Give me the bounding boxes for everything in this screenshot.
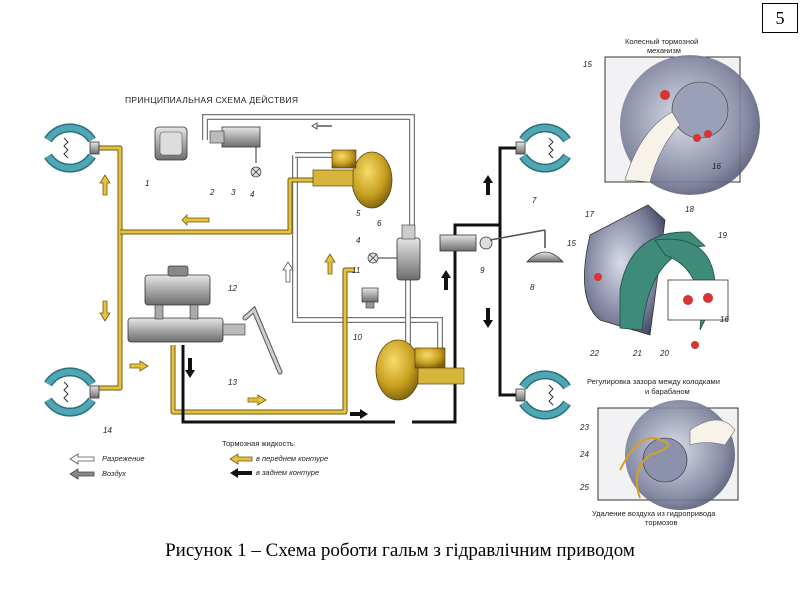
legend: Разрежение Воздух Тормозная жидкость: в … (69, 439, 328, 480)
pressure-sensor (361, 287, 379, 309)
legend-vacuum: Разрежение (102, 454, 145, 463)
rear-right-brake (515, 370, 571, 420)
front-vacuum-booster (312, 149, 393, 209)
num-2: 2 (209, 188, 215, 197)
flow-arrows (99, 174, 493, 419)
vacuum-lines (202, 114, 443, 350)
inset-mid-num-22: 22 (589, 349, 599, 358)
num-1: 1 (145, 179, 149, 188)
component-numbers: 1 2 3 4 5 6 4 7 8 9 10 11 12 13 14 (103, 179, 537, 435)
num-3: 3 (231, 188, 236, 197)
inset-bot-caption-1: Удаление воздуха из гидропривода (592, 509, 716, 518)
num-5: 5 (356, 209, 361, 218)
inset-bot-num-25: 25 (579, 483, 589, 492)
brake-diagram: ПРИНЦИПИАЛЬНАЯ СХЕМА ДЕЙСТВИЯ (44, 37, 760, 527)
inset-air-bleeding: 23 24 25 Удаление воздуха из гидропривод… (579, 400, 739, 527)
rear-left-brake (44, 367, 100, 417)
inset-bot-caption-2: тормозов (645, 518, 677, 527)
num-7: 7 (532, 196, 537, 205)
inset-mid-num-20: 20 (659, 349, 669, 358)
page-number: 5 (762, 3, 798, 33)
num-12: 12 (228, 284, 237, 293)
num-13: 13 (228, 378, 237, 387)
inset-mid-num-17: 17 (585, 210, 594, 219)
inset-top-num-15: 15 (583, 60, 592, 69)
num-4: 4 (250, 190, 255, 199)
inset-top-num-16: 16 (712, 162, 721, 171)
num-8: 8 (530, 283, 535, 292)
legend-fluid-title: Тормозная жидкость: (222, 439, 296, 448)
legend-front: в переднем контуре (256, 454, 328, 463)
inset-wheel-mechanism: Колесный тормозной механизм 15 16 (583, 37, 760, 195)
num-9: 9 (480, 266, 485, 275)
inset-top-title-1: Колесный тормозной (625, 37, 698, 46)
inset-shoe-adjustment: 17 18 19 15 16 22 21 20 Регулировка зазо… (567, 204, 729, 396)
vacuum-source (154, 126, 188, 161)
inset-top-title-2: механизм (647, 46, 681, 55)
legend-air: Воздух (102, 469, 126, 478)
inset-mid-caption-1: Регулировка зазора между колодками (587, 377, 720, 386)
fluid-reservoir (144, 265, 211, 306)
inset-mid-num-21: 21 (632, 349, 642, 358)
front-left-brake (44, 123, 100, 173)
num-6: 6 (377, 219, 382, 228)
front-right-brake (515, 123, 571, 173)
master-cylinder (127, 304, 246, 343)
check-valve-assembly (209, 126, 262, 178)
load-sensing-valve (439, 229, 564, 263)
inset-bot-num-23: 23 (579, 423, 589, 432)
inset-mid-caption-2: и барабаном (645, 387, 690, 396)
num-10: 10 (353, 333, 362, 342)
front-fluid-lines (98, 145, 355, 415)
inset-mid-num-15: 15 (567, 239, 576, 248)
diagram-title: ПРИНЦИПИАЛЬНАЯ СХЕМА ДЕЙСТВИЯ (125, 94, 298, 105)
num-4b: 4 (356, 236, 361, 245)
num-14: 14 (103, 426, 112, 435)
pressure-regulator (367, 224, 421, 281)
legend-rear: в заднем контуре (256, 468, 319, 477)
rear-vacuum-booster (375, 339, 465, 401)
inset-bot-num-24: 24 (579, 450, 589, 459)
figure-caption: Рисунок 1 – Схема роботи гальм з гідравл… (165, 540, 635, 561)
inset-mid-num-19: 19 (718, 231, 727, 240)
brake-pedal (242, 305, 283, 375)
inset-mid-num-16: 16 (720, 315, 729, 324)
inset-mid-num-18: 18 (685, 205, 694, 214)
num-11: 11 (352, 266, 360, 275)
